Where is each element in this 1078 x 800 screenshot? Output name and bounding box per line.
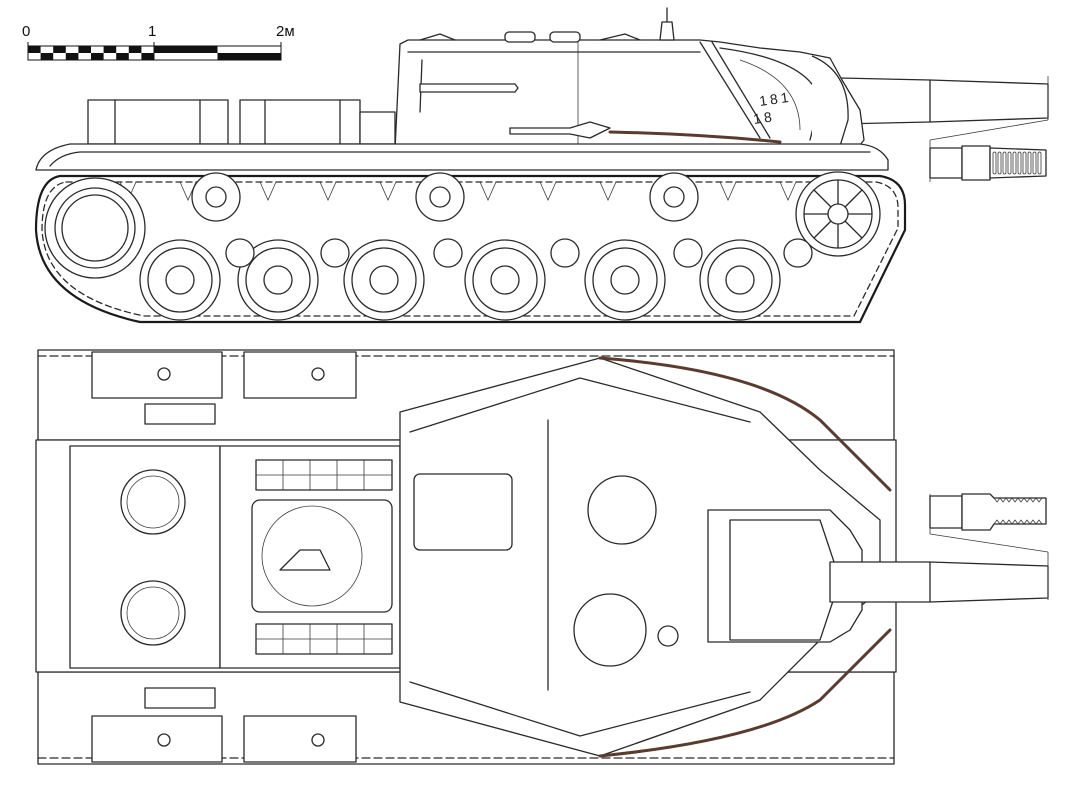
rear-stowage-side	[87, 99, 396, 145]
top-view	[35, 349, 1049, 765]
hull-side	[35, 143, 889, 171]
hull-number-2: 18	[752, 108, 776, 127]
casemate-side: 181 18	[394, 7, 865, 151]
road-wheel	[584, 239, 666, 321]
road-wheel	[139, 239, 221, 321]
tow-cables	[598, 356, 892, 758]
scale-label-2: 2м	[276, 23, 295, 40]
road-wheels	[139, 238, 813, 321]
casemate-top	[399, 357, 881, 757]
scale-label-0: 0	[22, 23, 30, 40]
scale-label-1: 1	[148, 23, 156, 40]
gun-barrel-side	[839, 76, 1049, 182]
fender-stowage-top	[91, 351, 357, 763]
hull-number-1: 181	[758, 89, 792, 109]
drive-sprocket	[44, 177, 146, 279]
idler-wheel	[795, 171, 881, 257]
side-view: 181 18	[34, 7, 1049, 324]
road-wheel	[237, 239, 319, 321]
road-wheel	[343, 239, 425, 321]
scale-bar: 0 1 2м	[22, 23, 295, 61]
road-wheel	[699, 239, 781, 321]
gun-barrel-top	[829, 493, 1049, 603]
road-wheel	[464, 239, 546, 321]
return-rollers	[191, 172, 699, 222]
